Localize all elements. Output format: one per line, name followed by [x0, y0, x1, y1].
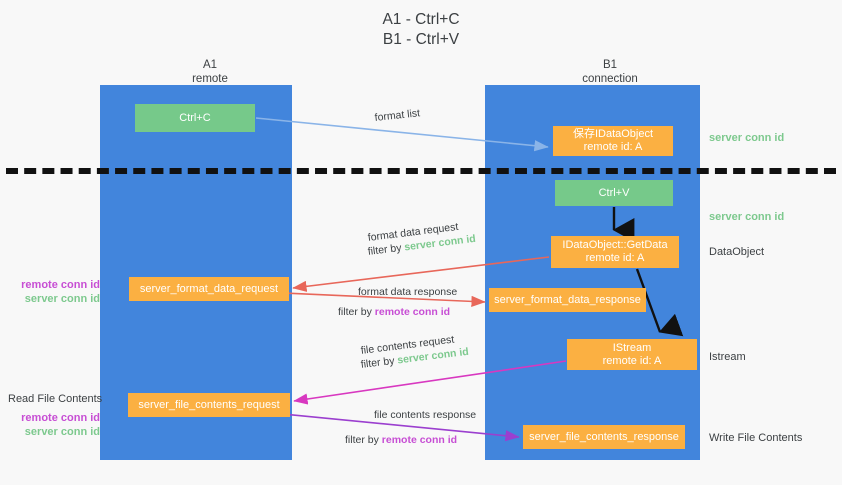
annotation-istream: Istream	[709, 351, 746, 363]
filter-prefix: filter by	[367, 241, 406, 258]
annotation-remote-conn-id-2: remote conn id	[21, 412, 100, 424]
annotation-write-file-contents: Write File Contents	[709, 432, 803, 444]
node-server-format-data-response[interactable]: server_format_data_response	[489, 288, 646, 312]
node-save-idataobject[interactable]: 保存IDataObject remote id: A	[553, 126, 673, 156]
filter-prefix: filter by	[345, 434, 382, 446]
page-title: A1 - Ctrl+C B1 - Ctrl+V	[382, 11, 460, 48]
annotation-server-conn-id-mid: server conn id	[709, 211, 785, 223]
annotation-server-conn-id-1: server conn id	[24, 293, 100, 305]
lane-header-a1: A1 remote	[192, 59, 228, 85]
filter-prefix: filter by	[360, 354, 399, 371]
annotation-read-file-contents: Read File Contents	[8, 393, 103, 405]
node-server-file-contents-request[interactable]: server_file_contents_request	[128, 393, 290, 417]
annotation-server-conn-id-top: server conn id	[709, 132, 785, 144]
phase-separator	[6, 168, 836, 174]
annotation-remote-conn-id-1: remote conn id	[21, 279, 100, 291]
filter-prefix: filter by	[338, 306, 375, 318]
node-ctrl-c[interactable]: Ctrl+C	[135, 104, 255, 132]
edge-label-format-data-response: format data response	[358, 286, 458, 298]
edge-label-format-data-response-filter: filter by remote conn id	[338, 305, 450, 319]
edge-label-format-list: format list	[374, 107, 421, 124]
lane-header-b1: B1 connection	[582, 59, 638, 85]
node-idataobject-getdata[interactable]: IDataObject::GetData remote id: A	[551, 236, 679, 268]
annotation-dataobject: DataObject	[709, 246, 765, 258]
filter-value-remote-conn-id: remote conn id	[374, 306, 451, 318]
node-ctrl-v[interactable]: Ctrl+V	[555, 180, 673, 206]
edge-label-file-contents-response-filter: filter by remote conn id	[345, 433, 457, 447]
annotation-server-conn-id-2: server conn id	[24, 426, 100, 438]
edge-label-file-contents-response: file contents response	[374, 409, 477, 421]
node-istream[interactable]: IStream remote id: A	[567, 339, 697, 370]
annotation-conn-ids-lower: remote conn id server conn id	[8, 411, 100, 439]
annotation-conn-ids-upper: remote conn id server conn id	[8, 278, 100, 306]
node-server-file-contents-response[interactable]: server_file_contents_response	[523, 425, 685, 449]
node-server-format-data-request[interactable]: server_format_data_request	[129, 277, 289, 301]
filter-value-remote-conn-id: remote conn id	[381, 434, 458, 446]
